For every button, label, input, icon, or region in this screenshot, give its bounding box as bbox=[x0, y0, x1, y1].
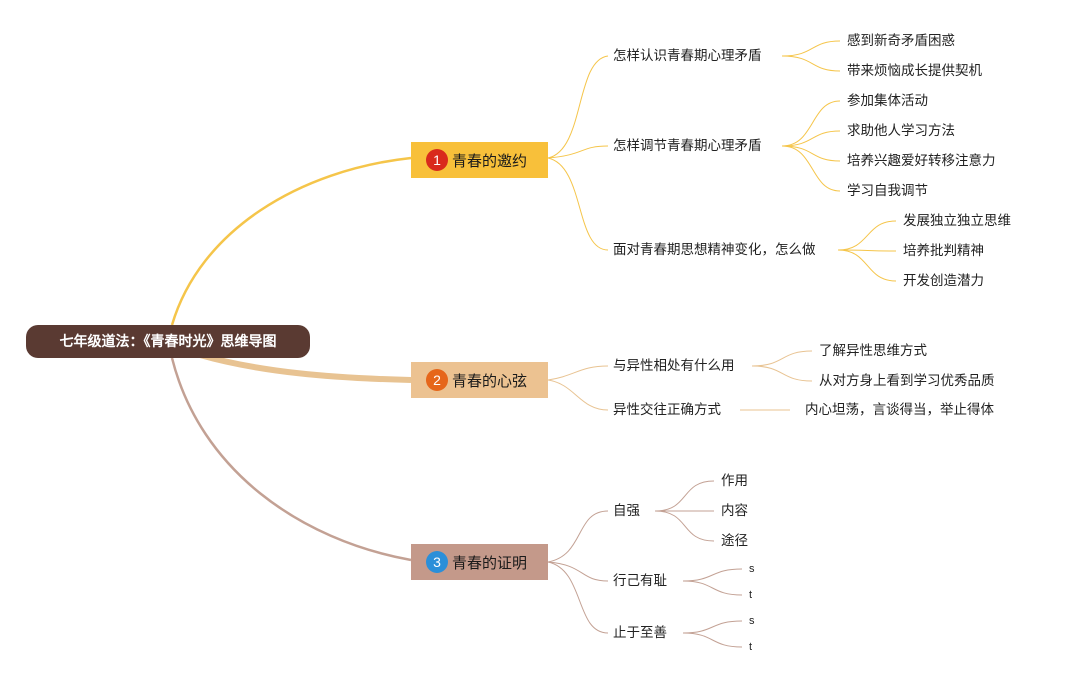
connector-b1-t3 bbox=[547, 157, 609, 251]
leaf-node[interactable]: t bbox=[749, 641, 753, 653]
connector-b3-t1 bbox=[547, 510, 609, 563]
connector-b3-t3 bbox=[547, 561, 609, 634]
leaf-node[interactable]: 发展独立独立思维 bbox=[903, 213, 1011, 228]
connector-b1t2-l1 bbox=[781, 100, 841, 147]
leaf-node[interactable]: 感到新奇矛盾困惑 bbox=[847, 33, 955, 48]
leaf-node[interactable]: 带来烦恼成长提供契机 bbox=[847, 63, 982, 78]
connector-b1t3-l1 bbox=[837, 220, 897, 251]
connector-b3t1-l1 bbox=[654, 480, 715, 512]
connector-b2-t2 bbox=[547, 379, 609, 411]
root-node[interactable]: 七年级道法：《青春时光》思维导图 bbox=[26, 325, 310, 358]
connector-b1t2-l3 bbox=[781, 145, 841, 162]
branch-label: 青春的心弦 bbox=[452, 372, 528, 390]
leaf-node[interactable]: t bbox=[749, 589, 753, 601]
connector-b1t2-l2 bbox=[781, 130, 841, 147]
leaf-node[interactable]: 培养兴趣爱好转移注意力 bbox=[847, 153, 996, 168]
connector-b3t3-l2 bbox=[682, 632, 743, 648]
leaf-node[interactable]: 内容 bbox=[721, 503, 748, 518]
topic-node[interactable]: 面对青春期思想精神变化，怎么做 bbox=[613, 242, 816, 257]
connector-b2t1-l1 bbox=[751, 350, 813, 367]
leaf-node[interactable]: 了解异性思维方式 bbox=[819, 343, 927, 358]
branch-node-3[interactable]: 3 青春的证明 bbox=[411, 544, 548, 580]
connector-b1t3-l2 bbox=[837, 249, 897, 252]
topic-node[interactable]: 异性交往正确方式 bbox=[613, 402, 721, 417]
connector-b3t2-l2 bbox=[682, 580, 743, 596]
branch-node-2[interactable]: 2 青春的心弦 bbox=[411, 362, 548, 398]
leaf-node[interactable]: 培养批判精神 bbox=[903, 243, 984, 258]
leaf-node[interactable]: s bbox=[749, 563, 755, 575]
leaf-node[interactable]: 途径 bbox=[721, 533, 748, 548]
topic-node[interactable]: 与异性相处有什么用 bbox=[613, 358, 735, 373]
topic-node[interactable]: 怎样调节青春期心理矛盾 bbox=[613, 138, 762, 153]
connector-b1t1-l1 bbox=[781, 40, 841, 57]
connector-b3t1-l3 bbox=[654, 510, 715, 542]
connector-b3-t2 bbox=[547, 561, 609, 582]
leaf-node[interactable]: 内心坦荡，言谈得当，举止得体 bbox=[805, 402, 994, 417]
connector-b2-t1 bbox=[547, 365, 609, 381]
branch-label: 青春的证明 bbox=[452, 554, 528, 572]
branch-label: 青春的邀约 bbox=[452, 152, 528, 170]
connector-b1t1-l2 bbox=[781, 55, 841, 72]
number-badge-icon: 1 bbox=[426, 149, 448, 171]
leaf-node[interactable]: 开发创造潜力 bbox=[903, 273, 984, 288]
topic-node[interactable]: 怎样认识青春期心理矛盾 bbox=[613, 48, 762, 63]
connector-root-branch2 bbox=[199, 352, 412, 383]
connector-b1t2-l4 bbox=[781, 145, 841, 192]
connector-b3t3-l1 bbox=[682, 620, 743, 634]
number-badge-icon: 2 bbox=[426, 369, 448, 391]
connector-b1-t1 bbox=[547, 55, 609, 159]
leaf-node[interactable]: 参加集体活动 bbox=[847, 93, 928, 108]
topic-node[interactable]: 止于至善 bbox=[613, 625, 667, 640]
connector-root-branch1 bbox=[170, 156, 412, 326]
branch-node-1[interactable]: 1 青春的邀约 bbox=[411, 142, 548, 178]
connector-b2t1-l2 bbox=[751, 365, 813, 382]
leaf-node[interactable]: 从对方身上看到学习优秀品质 bbox=[819, 373, 995, 388]
topic-node[interactable]: 行己有耻 bbox=[613, 573, 667, 588]
number-badge-icon: 3 bbox=[426, 551, 448, 573]
topic-node[interactable]: 自强 bbox=[613, 503, 640, 518]
connector-b3t2-l1 bbox=[682, 568, 743, 582]
connector-b1-t2 bbox=[547, 145, 609, 159]
leaf-node[interactable]: s bbox=[749, 615, 755, 627]
leaf-node[interactable]: 学习自我调节 bbox=[847, 183, 928, 198]
connector-b1t3-l3 bbox=[837, 249, 897, 282]
connector-root-branch3 bbox=[170, 357, 412, 562]
leaf-node[interactable]: 求助他人学习方法 bbox=[847, 123, 955, 138]
leaf-node[interactable]: 作用 bbox=[721, 473, 748, 488]
